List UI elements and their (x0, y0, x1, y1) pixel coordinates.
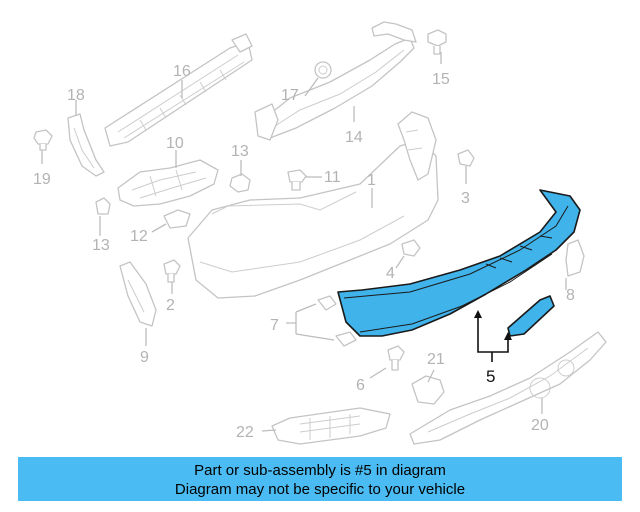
callout-19: 19 (33, 171, 51, 188)
callout-3: 3 (461, 190, 470, 207)
callout-15: 15 (432, 71, 450, 88)
callout-8: 8 (566, 287, 575, 304)
banner-line-1: Part or sub-assembly is #5 in diagram (194, 462, 446, 479)
part-13-clip-lower (95, 197, 111, 215)
callout-10: 10 (166, 135, 184, 152)
part-2-screw (163, 259, 181, 283)
part-17-clip (314, 61, 332, 79)
callout-17: 17 (281, 87, 299, 104)
part-14-reinforcement (254, 21, 417, 141)
part-7-reflectors (317, 295, 357, 347)
part-20-valance (409, 331, 607, 445)
part-4-clip (401, 239, 421, 257)
callout-13-lower: 13 (92, 237, 110, 254)
part-15-bolt (427, 29, 447, 55)
callout-20: 20 (531, 417, 549, 434)
part-18-bracket (67, 113, 105, 177)
part-21-bracket (411, 375, 445, 405)
callout-4: 4 (386, 265, 395, 282)
part-22-reflector (271, 407, 391, 445)
part-9-bracket (119, 261, 157, 327)
part-19-screw (33, 129, 53, 151)
part-16-absorber (104, 33, 253, 147)
part-10-bracket (117, 159, 219, 207)
leaders (41, 52, 567, 432)
callout-11: 11 (324, 169, 341, 186)
callout-22: 22 (236, 424, 254, 441)
callout-7: 7 (270, 317, 279, 334)
callout-12: 12 (130, 228, 148, 245)
part-12-pad (163, 209, 191, 229)
part-6-screw (387, 345, 405, 371)
callout-6: 6 (356, 377, 365, 394)
part-8-bracket (565, 239, 585, 277)
callout-1: 1 (367, 172, 376, 189)
callout-9: 9 (140, 349, 149, 366)
callout-16: 16 (173, 63, 191, 80)
part-13-nut-upper (229, 173, 251, 193)
callout-14: 14 (345, 129, 363, 146)
callout-13-upper: 13 (231, 143, 249, 160)
callout-2: 2 (166, 297, 175, 314)
leader-5 (474, 310, 512, 362)
part-1-bumper-cover (187, 111, 439, 299)
callout-21: 21 (427, 351, 445, 368)
part-5-highlighted (337, 189, 581, 337)
callout-18: 18 (67, 87, 85, 104)
part-11-screw (287, 169, 307, 191)
banner-line-2: Diagram may not be specific to your vehi… (174, 481, 466, 498)
info-banner: Part or sub-assembly is #5 in diagram Di… (18, 457, 622, 501)
callout-5: 5 (486, 367, 495, 386)
part-3-clip (457, 149, 475, 167)
